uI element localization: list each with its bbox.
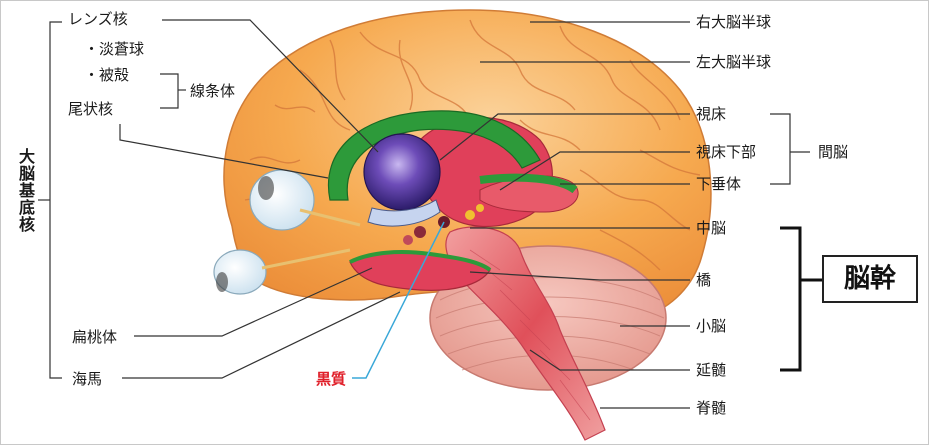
brainstem-bracket [780,228,800,370]
label-hippocampus: 海馬 [72,370,102,388]
label-medulla: 延髄 [696,361,726,379]
label-spinal-cord: 脊髄 [696,399,726,417]
label-midbrain: 中脳 [696,219,726,237]
label-caudate-nucleus: 尾状核 [68,100,113,118]
lens-nucleus-shape [364,134,440,210]
label-amygdala: 扁桃体 [72,328,117,346]
label-thalamus: 視床 [696,105,726,123]
eye-upper [250,170,314,230]
label-basal-ganglia: 大脳基底核 [16,148,34,233]
label-pons: 橋 [696,271,711,289]
label-globus-pallidus: ・淡蒼球 [84,40,144,58]
label-cerebellum: 小脳 [696,317,726,335]
label-putamen: ・被殻 [84,66,129,84]
label-lens-nucleus: レンズ核 [68,10,128,28]
label-left-hemisphere: 左大脳半球 [696,53,771,71]
label-diencephalon: 間脳 [818,143,848,161]
label-hypothalamus: 視床下部 [696,143,756,161]
label-substantia-nigra: 黒質 [316,370,346,388]
label-right-hemisphere: 右大脳半球 [696,13,771,31]
brainstem-box: 脳幹 [822,255,918,303]
label-striatum: 線条体 [190,82,235,100]
label-pituitary: 下垂体 [696,175,741,193]
